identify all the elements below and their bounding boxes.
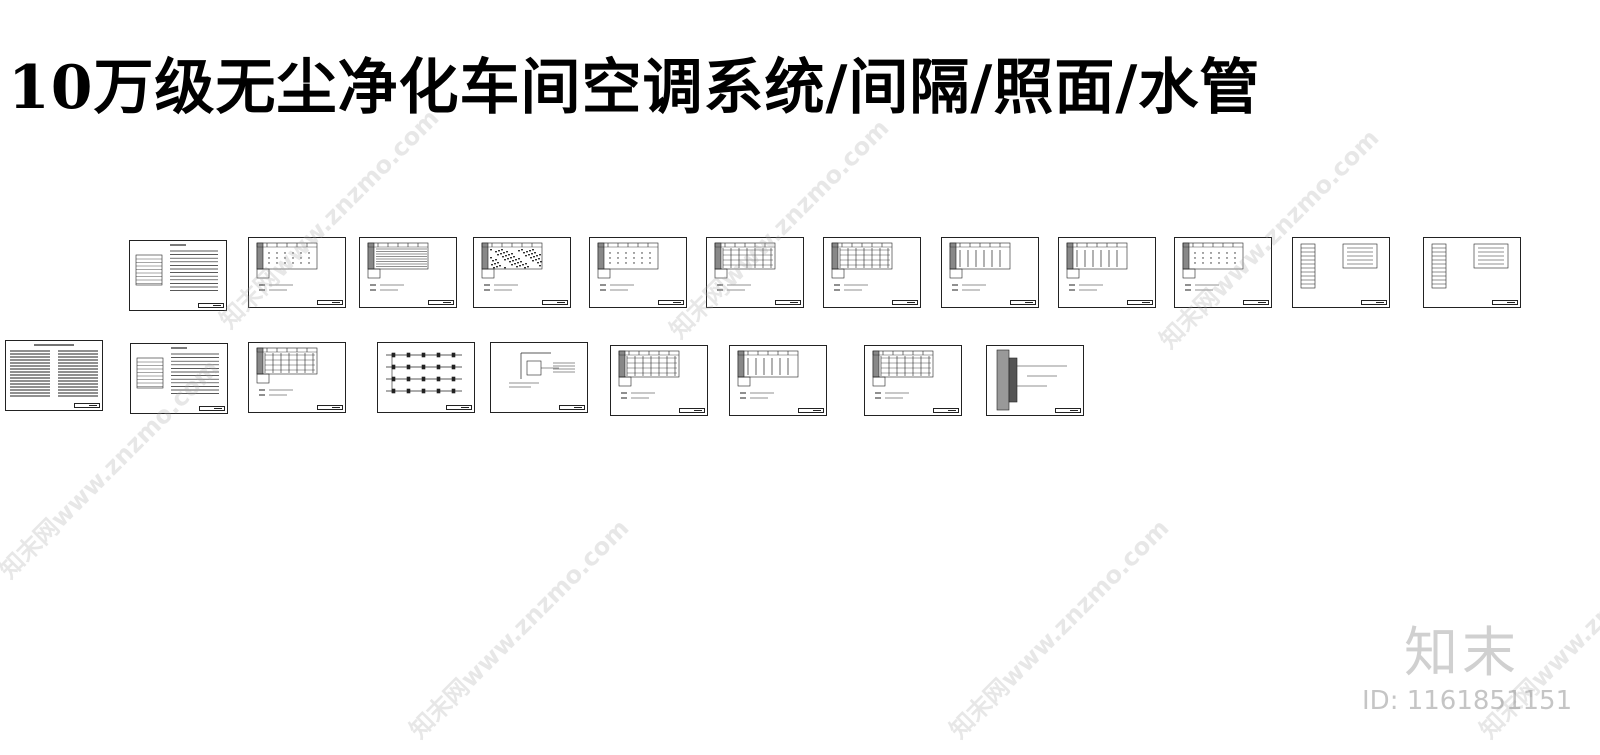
title-block xyxy=(198,303,224,308)
row1-sheet-6-plan-grid xyxy=(706,237,804,308)
title-block xyxy=(1127,300,1153,305)
row2-sheet-8-plan-grid xyxy=(864,345,962,416)
title-block xyxy=(1010,300,1036,305)
sheet-drawing xyxy=(1066,242,1128,291)
title-block xyxy=(798,408,824,413)
sheet-drawing xyxy=(949,242,1011,291)
row1-sheet-3-plan-hatch xyxy=(359,237,457,308)
row1-sheet-1-notes xyxy=(129,240,227,311)
sheet-drawing xyxy=(831,242,893,291)
sheet-drawing xyxy=(136,347,219,394)
row1-sheet-9-plan-lines xyxy=(1058,237,1156,308)
page-title: 10万级无尘净化车间空调系统/间隔/照面/水管 xyxy=(8,53,1261,123)
drawing-id: ID: 1161851151 xyxy=(1362,686,1573,716)
title-block xyxy=(775,300,801,305)
title-block xyxy=(446,405,472,410)
title-block xyxy=(317,300,343,305)
sheet-drawing xyxy=(256,347,318,396)
title-block xyxy=(559,405,585,410)
sheet-drawing xyxy=(509,352,575,388)
row1-sheet-2-plan-dots xyxy=(248,237,346,308)
row2-sheet-1-text xyxy=(5,340,103,411)
row1-sheet-8-plan-lines xyxy=(941,237,1039,308)
title-block xyxy=(1492,300,1518,305)
title-block xyxy=(933,408,959,413)
row2-sheet-4-riser xyxy=(377,342,475,413)
watermark-text: 知末网www.znzmo.com xyxy=(404,513,635,745)
title-block xyxy=(74,403,100,408)
sheet-drawing xyxy=(597,242,659,291)
row2-sheet-6-plan-grid xyxy=(610,345,708,416)
sheet-drawing xyxy=(386,352,462,394)
row2-sheet-2-notes xyxy=(130,343,228,414)
title-block xyxy=(317,405,343,410)
row1-sheet-5-plan-dots xyxy=(589,237,687,308)
watermark-text: 知末网www.znzmo.com xyxy=(664,113,895,345)
row1-sheet-12-schedule xyxy=(1423,237,1521,308)
sheet-drawing xyxy=(1182,242,1244,291)
title-block xyxy=(1243,300,1269,305)
title-block xyxy=(1055,408,1081,413)
sheet-drawing xyxy=(367,242,429,291)
sheet-drawing xyxy=(872,350,934,399)
row1-sheet-10-plan-dots xyxy=(1174,237,1272,308)
title-block xyxy=(199,406,225,411)
row1-sheet-7-plan-grid xyxy=(823,237,921,308)
title-block xyxy=(892,300,918,305)
sheet-drawing xyxy=(135,244,218,291)
sheet-drawing xyxy=(737,350,799,399)
row1-sheet-11-schedule xyxy=(1292,237,1390,308)
sheet-drawing xyxy=(1431,243,1509,289)
title-block xyxy=(542,300,568,305)
title-block xyxy=(428,300,454,305)
brand-logo: 知末 xyxy=(1404,621,1520,684)
row2-sheet-5-detail xyxy=(490,342,588,413)
title-block xyxy=(658,300,684,305)
title-block xyxy=(679,408,705,413)
sheet-drawing xyxy=(256,242,318,291)
sheet-drawing xyxy=(996,349,1067,411)
row2-sheet-7-plan-lines xyxy=(729,345,827,416)
sheet-drawing xyxy=(481,242,543,291)
row2-sheet-9-section xyxy=(986,345,1084,416)
title-block xyxy=(1361,300,1387,305)
sheet-drawing xyxy=(714,242,776,291)
sheet-drawing xyxy=(1300,243,1378,289)
row2-sheet-3-plan-grid xyxy=(248,342,346,413)
watermark-text: 知末网www.znzmo.com xyxy=(944,513,1175,745)
row1-sheet-4-plan-dense xyxy=(473,237,571,308)
sheet-drawing xyxy=(10,344,98,397)
sheet-drawing xyxy=(618,350,680,399)
